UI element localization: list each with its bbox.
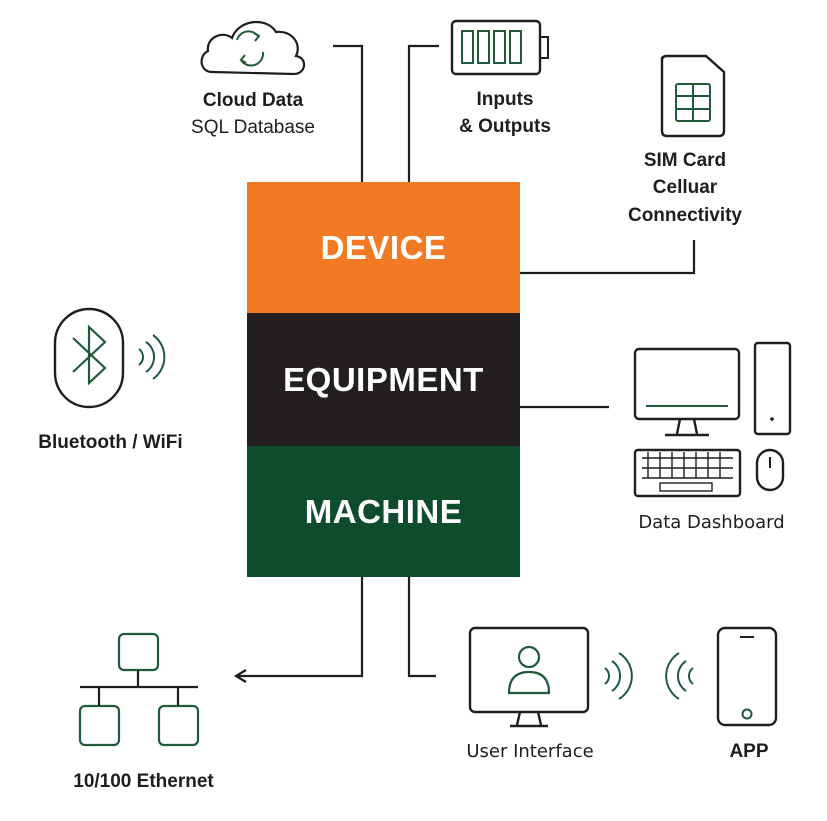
cellular-label: Celluar bbox=[652, 177, 718, 198]
sim-card-label: SIM Card bbox=[643, 150, 727, 171]
connector-ui bbox=[407, 577, 436, 678]
ethernet-label: 10/100 Ethernet bbox=[73, 771, 214, 792]
connector-ethernet bbox=[238, 577, 364, 678]
cloud-sql-label: SQL Database bbox=[191, 117, 315, 138]
arrow-head bbox=[233, 669, 247, 683]
device-block: DEVICE bbox=[247, 182, 520, 313]
user-interface-label: User Interface bbox=[466, 741, 594, 762]
app-label: APP bbox=[729, 741, 769, 762]
connector-io bbox=[407, 44, 439, 182]
machine-block: MACHINE bbox=[247, 446, 520, 577]
connector-sim bbox=[520, 240, 696, 275]
cloud-data-label: Cloud Data bbox=[202, 90, 304, 111]
connector-cloud bbox=[333, 44, 364, 182]
data-dashboard-label: Data Dashboard bbox=[638, 512, 785, 533]
connectivity-label: Connectivity bbox=[627, 205, 743, 226]
inputs-label: Inputs bbox=[476, 89, 534, 110]
bluetooth-wifi-label: Bluetooth / WiFi bbox=[38, 432, 183, 453]
equipment-block: EQUIPMENT bbox=[247, 313, 520, 446]
outputs-label: & Outputs bbox=[459, 116, 551, 137]
